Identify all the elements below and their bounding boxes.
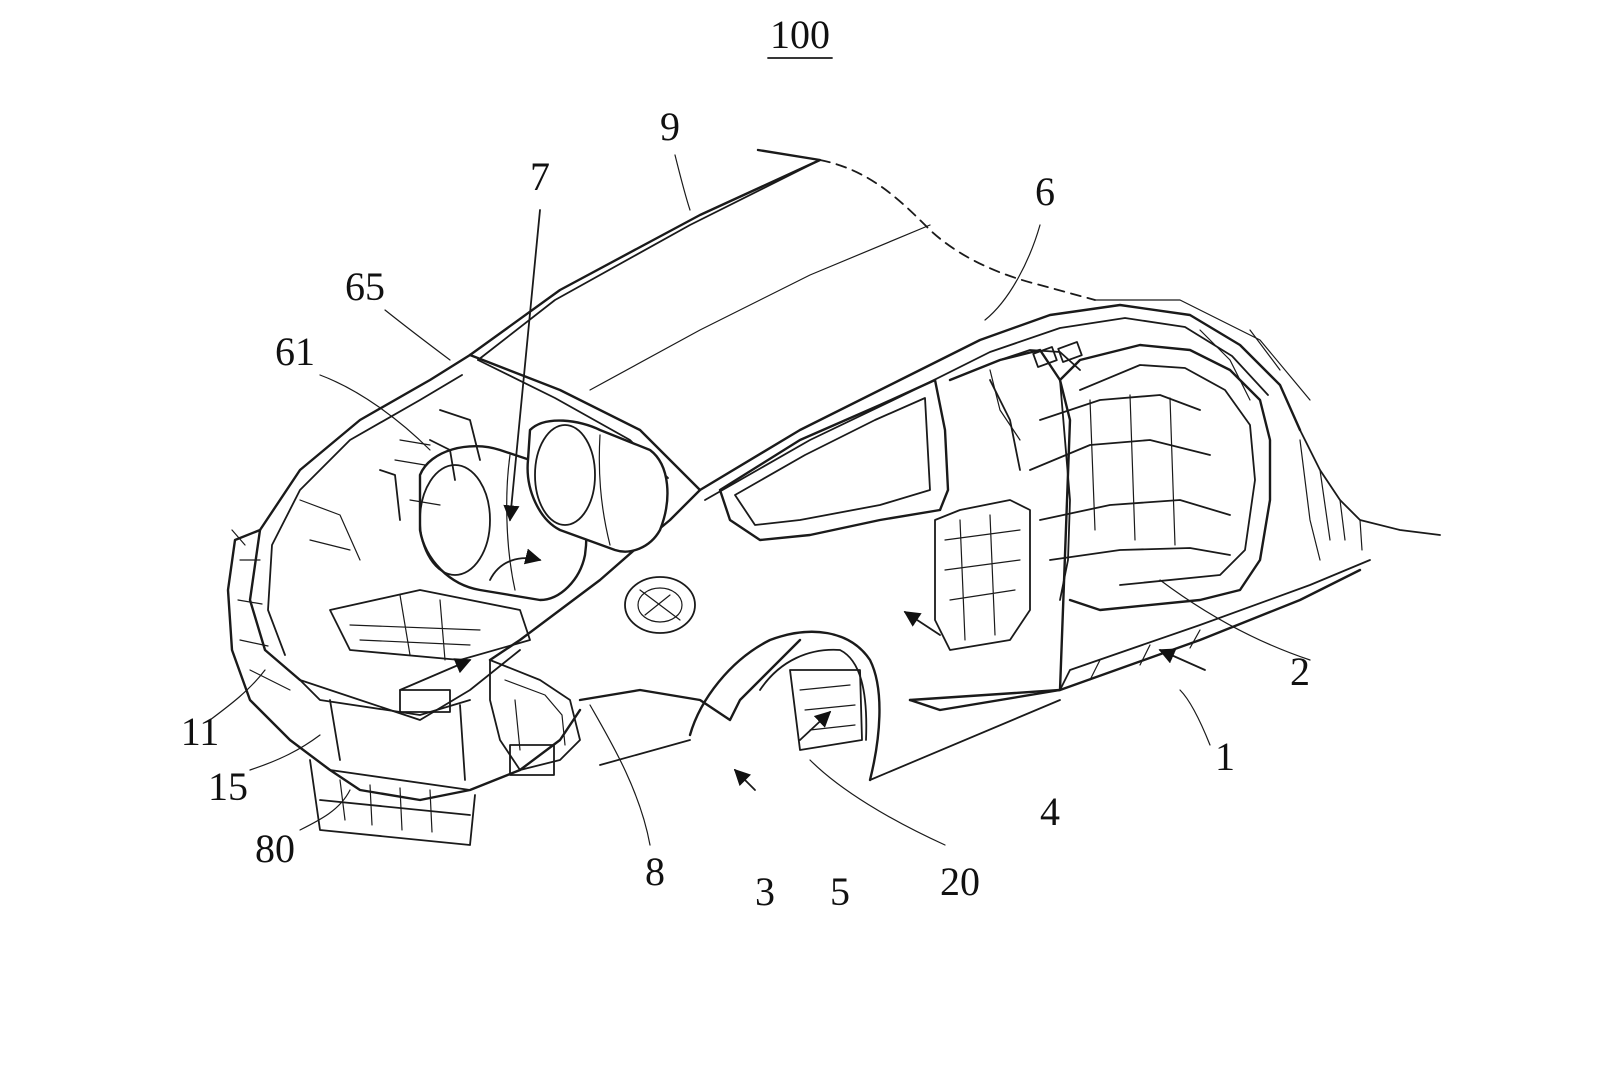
leader-1 — [1180, 690, 1210, 745]
a-pillar-trace — [1095, 300, 1310, 400]
label-4: 4 — [1040, 789, 1060, 834]
label-11: 11 — [181, 709, 220, 754]
rear-door-opening — [910, 350, 1070, 710]
figure-number: 100 — [768, 12, 832, 58]
leader-65 — [385, 310, 450, 360]
leader-8 — [590, 705, 650, 845]
side-roof-rail-inner — [705, 318, 1268, 500]
label-80: 80 — [255, 826, 295, 871]
label-6: 6 — [1035, 169, 1055, 214]
rear-door-inner-details — [945, 515, 1020, 640]
leader-lines — [210, 155, 1310, 845]
wheelhouse-panel — [790, 670, 862, 750]
interior-floor-panel — [1030, 395, 1230, 560]
rear-crossmember — [300, 680, 470, 780]
label-3: 3 — [755, 869, 775, 914]
seat-crossmember — [1090, 395, 1175, 545]
leader-20 — [810, 760, 945, 845]
rear-bumper-cross — [320, 770, 470, 815]
figure-title: 100 — [770, 12, 830, 57]
leader-6 — [985, 225, 1040, 320]
leader-9 — [675, 155, 690, 210]
label-15: 15 — [208, 764, 248, 809]
arrow-5 — [800, 712, 830, 740]
side-window-opening — [720, 380, 948, 540]
fuel-door-hinge — [640, 590, 680, 620]
front-cut-details — [1300, 440, 1362, 560]
side-roof-rail — [700, 305, 1300, 490]
rear-panel-details — [232, 530, 290, 690]
arrow-3 — [735, 770, 755, 790]
hydrogen-tanks — [420, 421, 667, 600]
rocker-rear — [600, 740, 690, 765]
tail-lamp — [490, 660, 580, 770]
label-9: 9 — [660, 104, 680, 149]
front-cut-edge — [1300, 430, 1440, 535]
label-8: 8 — [645, 849, 665, 894]
rear-door-opening-inner — [935, 500, 1030, 650]
vehicle-body — [228, 150, 1440, 845]
arrow-1 — [1160, 650, 1205, 670]
arrow-trunk-floor — [400, 660, 470, 690]
trunk-floor-grid — [350, 595, 480, 660]
label-2: 2 — [1290, 649, 1310, 694]
label-65: 65 — [345, 264, 385, 309]
label-61: 61 — [275, 329, 315, 374]
dash-component-b — [1058, 342, 1082, 362]
leader-15 — [250, 735, 320, 770]
label-20: 20 — [940, 859, 980, 904]
wheelhouse-detail — [800, 685, 855, 730]
label-7: 7 — [530, 154, 550, 199]
label-5: 5 — [830, 869, 850, 914]
roof-panel-crease — [590, 225, 930, 390]
label-1: 1 — [1215, 734, 1235, 779]
